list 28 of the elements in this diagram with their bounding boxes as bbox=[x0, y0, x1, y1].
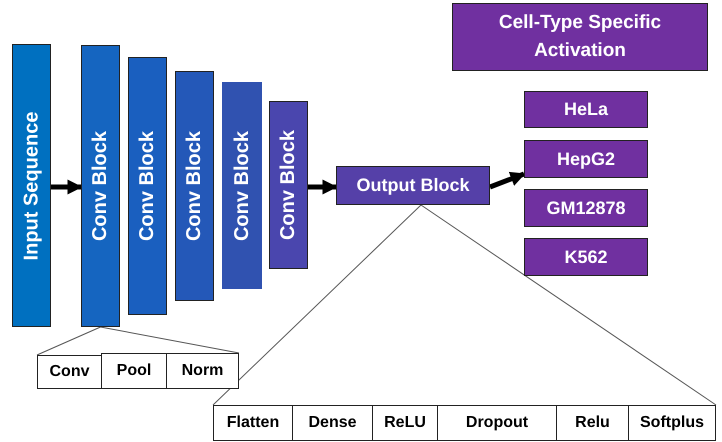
layer-cell: ReLU bbox=[372, 405, 438, 441]
expansion-line bbox=[212, 204, 422, 406]
layer-cell: Relu bbox=[556, 405, 629, 441]
block-box: HepG2 bbox=[524, 140, 648, 178]
layer-cell: Pool bbox=[101, 353, 167, 389]
block-box: K562 bbox=[524, 238, 648, 276]
layer-block: Conv Block bbox=[128, 57, 167, 315]
arrow bbox=[51, 180, 82, 194]
layer-cell: Norm bbox=[166, 353, 239, 389]
block-box: GM12878 bbox=[524, 189, 648, 227]
layer-cell: Softplus bbox=[628, 405, 716, 441]
expansion-line bbox=[36, 326, 101, 356]
layer-cell: Dense bbox=[292, 405, 373, 441]
block-box: Cell-Type Specific Activation bbox=[452, 3, 708, 71]
layer-block: Input Sequence bbox=[12, 44, 51, 327]
block-box: HeLa bbox=[524, 91, 648, 128]
layer-block: Conv Block bbox=[81, 45, 120, 327]
layer-cell: Flatten bbox=[213, 405, 293, 441]
arrow bbox=[489, 172, 526, 190]
layer-block: Conv Block bbox=[269, 101, 308, 269]
block-box: Output Block bbox=[336, 166, 490, 205]
expansion-line bbox=[100, 326, 240, 354]
layer-block: Conv Block bbox=[222, 82, 262, 289]
layer-cell: Dropout bbox=[437, 405, 557, 441]
layer-block: Conv Block bbox=[175, 71, 214, 301]
expansion-line bbox=[420, 204, 716, 406]
layer-cell: Conv bbox=[37, 355, 102, 389]
arrow bbox=[308, 180, 338, 194]
